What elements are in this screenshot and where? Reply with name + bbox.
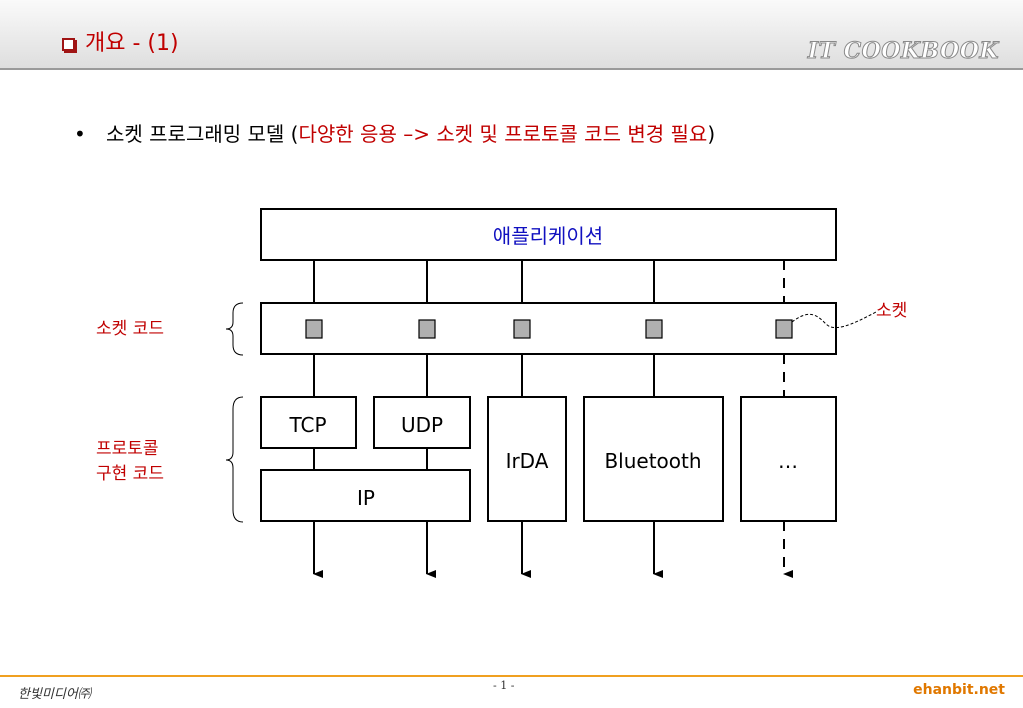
- footer-site-link[interactable]: ehanbit.net: [913, 682, 1005, 698]
- socket-square: [775, 319, 793, 339]
- tcp-box: [260, 396, 357, 449]
- socket-square: [305, 319, 323, 339]
- title-group: 개요 - (1): [62, 30, 179, 58]
- footer-publisher: 한빛미디어㈜: [18, 687, 91, 702]
- socket-callout-label: 소켓: [876, 301, 907, 321]
- socket-callout-line: [791, 311, 877, 328]
- more-protocols-label: …: [778, 449, 798, 473]
- socket-code-label: 소켓 코드: [96, 319, 164, 339]
- socket-to-protocol-connectors: [313, 354, 785, 470]
- protocol-code-label-line2: 구현 코드: [96, 464, 164, 484]
- irda-box: [487, 396, 567, 522]
- more-protocols-box: [740, 396, 837, 522]
- bullet-text-suffix: ): [707, 122, 716, 146]
- socket-square: [645, 319, 663, 339]
- tcp-label: TCP: [288, 413, 326, 437]
- bluetooth-label: Bluetooth: [604, 449, 701, 473]
- socket-model-diagram: 애플리케이션 소켓 소켓 코드 프로토콜 구현 코드 TCP UDP IP Ir…: [96, 208, 907, 578]
- socket-layer-box: [260, 302, 837, 355]
- socket-squares: [305, 319, 793, 339]
- ip-box: [260, 469, 471, 522]
- udp-label: UDP: [401, 413, 443, 437]
- bullet-text-prefix: 소켓 프로그래밍 모델 (: [106, 122, 299, 146]
- bullet-item: • 소켓 프로그래밍 모델 (다양한 응용 –> 소켓 및 프로토콜 코드 변경…: [74, 120, 715, 148]
- bullet-text-highlight: 다양한 응용 –> 소켓 및 프로토콜 코드 변경 필요: [298, 122, 708, 146]
- checkbox-bullet-icon: [62, 37, 75, 51]
- protocol-code-label-line1: 프로토콜: [96, 439, 159, 459]
- ip-label: IP: [357, 486, 375, 510]
- brand-logo: IT COOKBOOK: [807, 38, 999, 65]
- output-arrows: [313, 521, 793, 578]
- protocol-code-brace: [225, 396, 244, 523]
- socket-code-brace: [225, 302, 244, 356]
- slide-header: 개요 - (1) IT COOKBOOK: [0, 0, 1023, 70]
- footer-divider: [0, 675, 1023, 677]
- page-number: - 1 -: [493, 679, 515, 692]
- socket-square: [418, 319, 436, 339]
- irda-label: IrDA: [506, 449, 549, 473]
- application-box: [260, 208, 837, 261]
- application-label: 애플리케이션: [493, 224, 603, 248]
- udp-box: [373, 396, 471, 449]
- app-to-socket-connectors: [313, 260, 785, 303]
- socket-square: [513, 319, 531, 339]
- page-title: 개요 - (1): [85, 31, 179, 56]
- bluetooth-box: [583, 396, 724, 522]
- bullet-marker: •: [74, 122, 86, 146]
